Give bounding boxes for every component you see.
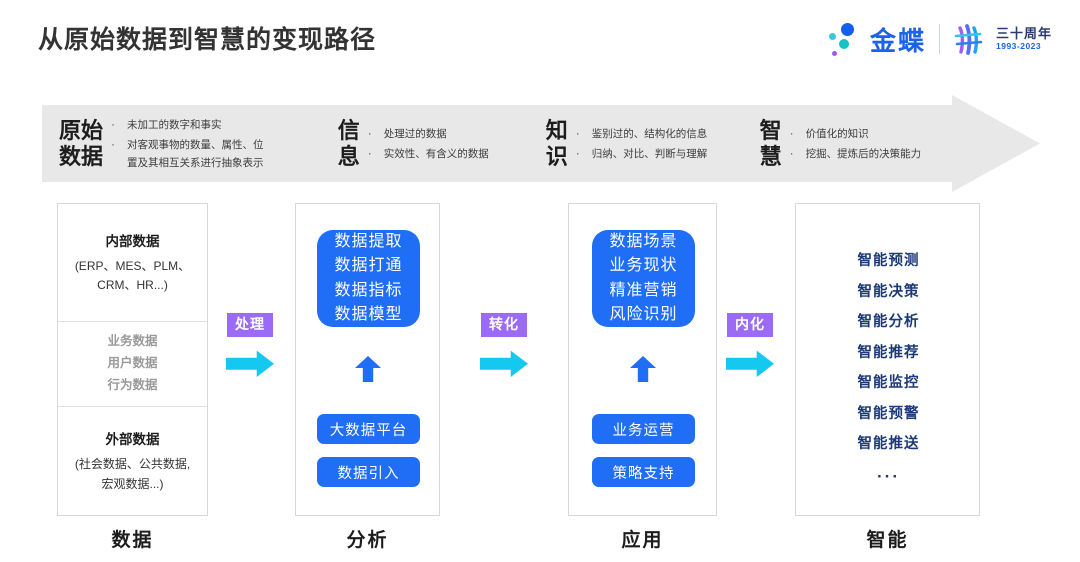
band-bullet-list: · 价值化的知识 · 挖掘、提炼后的决策能力 xyxy=(790,125,922,163)
bullet-icon: · xyxy=(367,146,372,160)
bullet-icon: · xyxy=(367,125,372,140)
anniversary-years: 1993-2023 xyxy=(995,40,1042,51)
up-arrow-icon xyxy=(355,356,381,382)
data-type-item: 行为数据 xyxy=(107,377,158,392)
band-bullet-item: · 挖掘、提炼后的决策能力 xyxy=(790,145,922,162)
bullet-icon: · xyxy=(575,146,580,160)
pipeline-stage: 内部数据 (ERP、MES、PLM、 CRM、HR...) 业务数据 用户数据 … xyxy=(0,203,1080,562)
footer-label-application: 应用 xyxy=(621,530,664,551)
pill-bigdata-platform[interactable]: 大数据平台 xyxy=(317,414,420,444)
analysis-card-line: 数据提取 xyxy=(334,232,403,250)
right-arrow-icon xyxy=(480,350,528,377)
connector-internalization: 内化 xyxy=(722,313,778,379)
band-term: 原始 数据 xyxy=(59,117,104,169)
connector-badge: 处理 xyxy=(227,313,273,337)
right-arrow-icon xyxy=(726,350,774,377)
application-card-line: 业务现状 xyxy=(609,257,678,275)
data-type-item: 用户数据 xyxy=(107,356,158,371)
panel-intelligence: 智能预测 智能决策 智能分析 智能推荐 智能监控 智能预警 智能推送 ··· xyxy=(795,203,980,516)
list-item: 智能决策 xyxy=(857,283,920,300)
band-bullet-item: · 价值化的知识 xyxy=(790,125,922,142)
right-arrow-icon xyxy=(226,350,274,377)
footer-label-data: 数据 xyxy=(111,530,154,551)
brand-divider xyxy=(938,24,940,54)
band-bullet-item: · 对客观事物的数量、属性、位 xyxy=(111,136,264,153)
band-bullet-list: · 处理过的数据 · 实效性、有含义的数据 xyxy=(368,125,489,163)
bullet-icon: · xyxy=(789,146,794,160)
anniversary-text: 三十周年 1993-2023 xyxy=(995,25,1052,52)
anniversary-label: 三十周年 xyxy=(995,25,1052,41)
page-title: 从原始数据到智慧的变现路径 xyxy=(38,26,377,54)
analysis-card-line: 数据模型 xyxy=(334,305,403,323)
application-scenario-card: 数据场景 业务现状 精准营销 风险识别 xyxy=(592,230,695,327)
footer-label-intelligence: 智能 xyxy=(866,530,909,551)
analysis-card-line: 数据指标 xyxy=(334,281,403,299)
internal-data-title: 内部数据 xyxy=(105,233,160,249)
band-arrow-shape xyxy=(42,95,1040,192)
brand-name: 金蝶 xyxy=(869,25,926,56)
list-item: 智能分析 xyxy=(857,314,920,330)
list-item: 智能推送 xyxy=(857,436,920,452)
band-bullet-item: 置及其相互关系进行抽象表示 xyxy=(127,157,264,170)
band-bullet-list: · 未加工的数字和事实 · 对客观事物的数量、属性、位 置及其相互关系进行抽象表… xyxy=(111,116,264,172)
band-bullet-item: · 实效性、有含义的数据 xyxy=(368,145,489,162)
band-bullet-item: · 鉴别过的、结构化的信息 xyxy=(576,125,708,142)
band-stage-raw-data: 原始 数据 · 未加工的数字和事实 · 对客观事物的数量、属性、位 置及其相互关… xyxy=(42,105,338,182)
band-stage-knowledge: 知 识 · 鉴别过的、结构化的信息 · 归纳、对比、判断与理解 xyxy=(546,105,760,182)
external-data-subtitle: (社会数据、公共数据, 宏观数据...) xyxy=(74,457,191,491)
band-stage-wisdom: 智 慧 · 价值化的知识 · 挖掘、提炼后的决策能力 xyxy=(760,105,952,182)
application-card-line: 风险识别 xyxy=(609,305,678,323)
pill-business-operations[interactable]: 业务运营 xyxy=(592,414,695,444)
intelligence-list: 智能预测 智能决策 智能分析 智能推荐 智能监控 智能预警 智能推送 ··· xyxy=(796,254,981,485)
band-bullet-item: · 处理过的数据 xyxy=(368,125,489,142)
connector-badge: 转化 xyxy=(481,313,527,337)
external-data-title: 外部数据 xyxy=(105,432,160,448)
panel-data: 内部数据 (ERP、MES、PLM、 CRM、HR...) 业务数据 用户数据 … xyxy=(57,203,208,516)
list-ellipsis: ··· xyxy=(877,466,900,486)
band-bullet-item: · 未加工的数字和事实 xyxy=(111,116,264,133)
band-stage-information: 信 息 · 处理过的数据 · 实效性、有含义的数据 xyxy=(338,105,546,182)
bullet-icon: · xyxy=(111,116,116,131)
up-arrow-icon xyxy=(630,356,656,382)
connector-badge: 内化 xyxy=(727,313,773,337)
kingdee-dots-icon xyxy=(827,21,861,57)
band-bullet-list: · 鉴别过的、结构化的信息 · 归纳、对比、判断与理解 xyxy=(576,125,708,163)
analysis-card-line: 数据打通 xyxy=(334,257,403,275)
connector-transformation: 转化 xyxy=(476,313,532,379)
pill-data-ingestion[interactable]: 数据引入 xyxy=(317,457,420,487)
list-item: 智能预警 xyxy=(857,405,920,422)
list-item: 智能监控 xyxy=(857,375,920,391)
data-type-item: 业务数据 xyxy=(107,334,158,349)
external-data-section: 外部数据 (社会数据、公共数据, 宏观数据...) xyxy=(58,407,207,515)
band-term: 信 息 xyxy=(337,117,360,169)
internal-data-section: 内部数据 (ERP、MES、PLM、 CRM、HR...) xyxy=(58,204,207,322)
maturity-band: 原始 数据 · 未加工的数字和事实 · 对客观事物的数量、属性、位 置及其相互关… xyxy=(42,95,1040,192)
list-item: 智能预测 xyxy=(857,253,920,269)
band-term: 智 慧 xyxy=(759,117,782,169)
footer-label-analysis: 分析 xyxy=(346,530,389,551)
band-bullet-item: · 归纳、对比、判断与理解 xyxy=(576,145,708,162)
analysis-capability-card: 数据提取 数据打通 数据指标 数据模型 xyxy=(317,230,420,327)
data-types-section: 业务数据 用户数据 行为数据 xyxy=(58,322,207,407)
pill-strategy-support[interactable]: 策略支持 xyxy=(592,457,695,487)
band-term: 知 识 xyxy=(545,117,568,169)
bullet-icon: · xyxy=(111,136,116,151)
bullet-icon: · xyxy=(789,125,794,140)
panel-application: 数据场景 业务现状 精准营销 风险识别 业务运营 策略支持 xyxy=(568,203,717,516)
application-card-line: 精准营销 xyxy=(609,281,678,299)
bullet-icon: · xyxy=(575,125,580,140)
connector-processing: 处理 xyxy=(222,313,278,379)
list-item: 智能推荐 xyxy=(857,344,920,361)
internal-data-subtitle: (ERP、MES、PLM、 CRM、HR...) xyxy=(74,258,191,292)
anniversary-mark-icon xyxy=(953,22,987,56)
application-card-line: 数据场景 xyxy=(609,232,678,250)
brand-logo: 金蝶 三十周年 1993-2023 xyxy=(827,18,1052,60)
panel-analysis: 数据提取 数据打通 数据指标 数据模型 大数据平台 数据引入 xyxy=(295,203,440,516)
